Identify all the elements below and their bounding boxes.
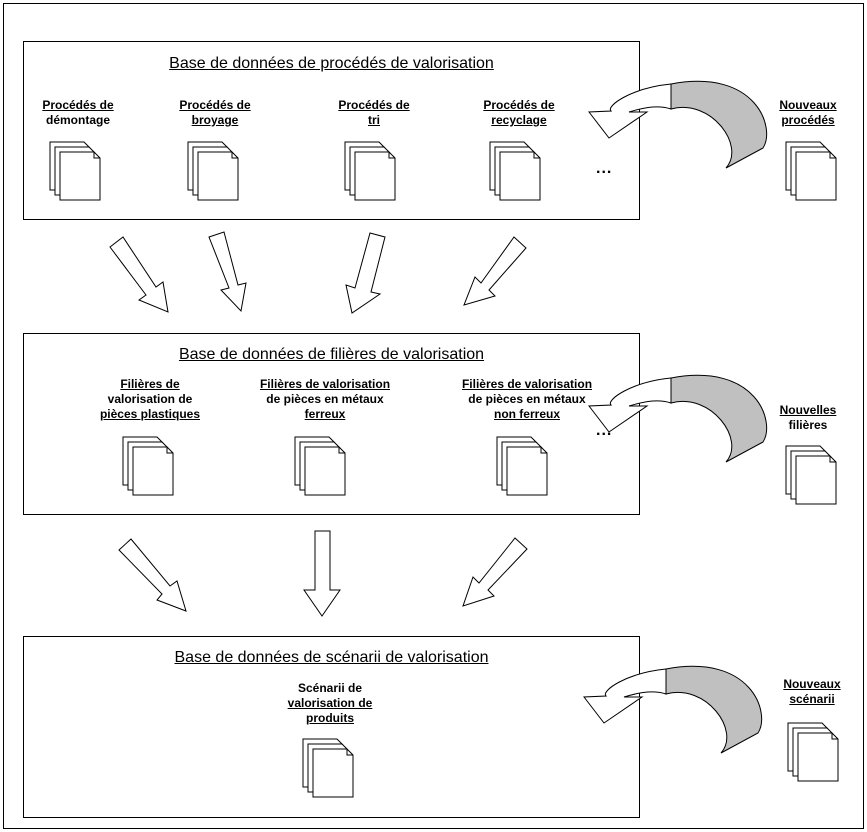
scenarii-database-title: Base de données de scénarii de valorisat…	[174, 649, 489, 666]
procedes-demontage-label: Procédés de démontage	[42, 98, 114, 127]
diagram-frame	[3, 3, 864, 829]
procedes-recyclage-label: Procédés de recyclage	[483, 98, 555, 127]
procedes-broyage-label: Procédés de broyage	[179, 98, 251, 127]
filieres-plastiques-label: Filières de valorisation de pièces plast…	[99, 377, 201, 421]
filieres-non-ferreux-label: Filières de valorisation de pièces en mé…	[461, 377, 593, 421]
nouveaux-procedes-label: Nouveaux procédés	[779, 98, 837, 127]
filieres-database-title: Base de données de filières de valorisat…	[178, 346, 485, 363]
nouvelles-filieres-label: Nouvelles filières	[779, 403, 837, 432]
procedes-database-box: Base de données de procédés de valorisat…	[23, 41, 640, 220]
filieres-database-box: Base de données de filières de valorisat…	[23, 333, 640, 515]
procedes-tri-label: Procédés de tri	[338, 98, 410, 127]
scenarii-produits-label: Scénarii de valorisation de produits	[287, 681, 373, 725]
scenarii-database-box: Base de données de scénarii de valorisat…	[23, 636, 640, 818]
procedes-database-title: Base de données de procédés de valorisat…	[169, 55, 494, 72]
procedes-ellipsis: ...	[596, 160, 613, 177]
filieres-ellipsis: ...	[596, 422, 613, 439]
filieres-ferreux-label: Filières de valorisation de pièces en mé…	[259, 377, 391, 421]
nouveaux-scenarii-label: Nouveaux scénarii	[783, 677, 841, 706]
